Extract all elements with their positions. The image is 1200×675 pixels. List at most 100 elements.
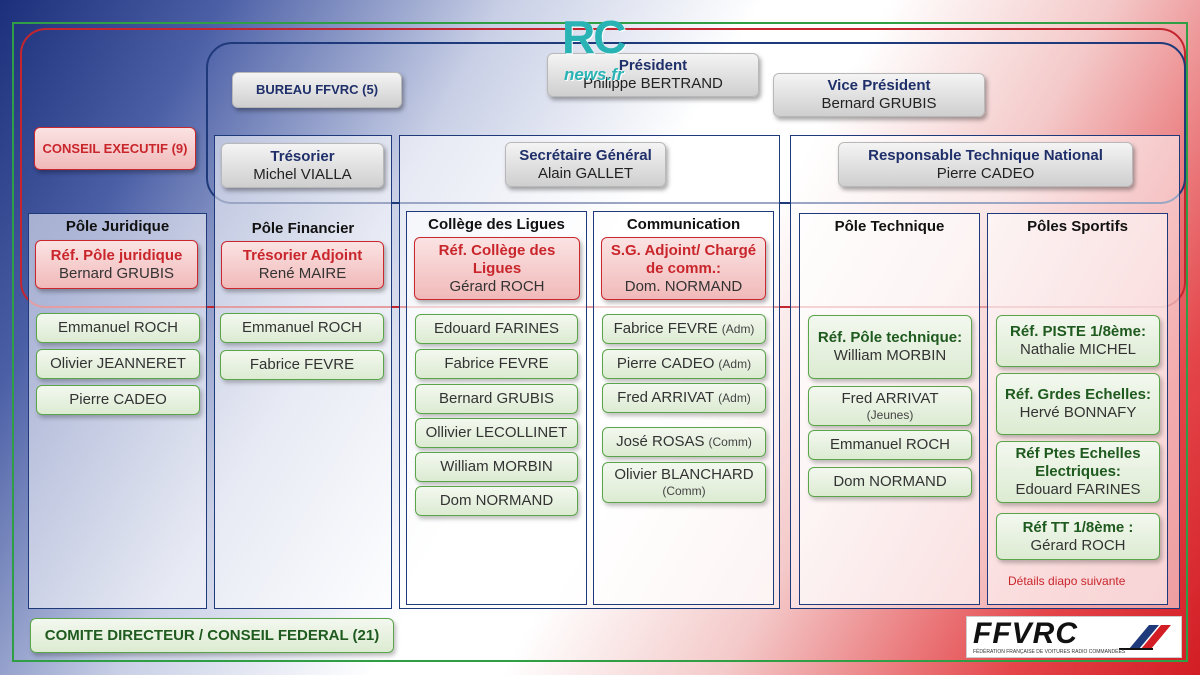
member-box: Ollivier LECOLLINET	[415, 418, 578, 448]
member-box: Pierre CADEO	[36, 385, 200, 415]
name: Dom NORMAND	[439, 492, 554, 509]
name: Fred ARRIVAT	[841, 389, 939, 407]
member-box: Bernard GRUBIS	[415, 384, 578, 414]
member-box: Emmanuel ROCH	[808, 430, 972, 460]
rtn-box: Responsable Technique National Pierre CA…	[838, 142, 1133, 187]
column-title: Pôle Juridique	[65, 218, 170, 235]
name: Bernard GRUBIS	[58, 264, 175, 282]
bureau-label: BUREAU FFVRC (5)	[232, 72, 402, 108]
conseil-label-text: CONSEIL EXECUTIF (9)	[42, 140, 188, 156]
ref-piste-box: Réf. PISTE 1/8ème: Nathalie MICHEL	[996, 315, 1160, 367]
tag: (Comm)	[708, 434, 752, 449]
tag: (Comm)	[662, 484, 706, 499]
member-box: Dom NORMAND	[415, 486, 578, 516]
ref-tt-box: Réf TT 1/8ème : Gérard ROCH	[996, 513, 1160, 560]
name: Fabrice FEVRE	[613, 320, 718, 337]
ref-ligues-box: Réf. Collège des Ligues Gérard ROCH	[414, 237, 580, 300]
name: Gérard ROCH	[1030, 536, 1126, 554]
rcnews-logo-sub: news.fr	[564, 65, 624, 84]
conseil-executif-label: CONSEIL EXECUTIF (9)	[34, 127, 196, 170]
role: Réf. Collège des Ligues	[438, 241, 556, 277]
member-box: Emmanuel ROCH	[220, 313, 384, 343]
role: Réf. Pôle technique:	[817, 329, 963, 346]
member-box: Fabrice FEVRE(Adm)	[602, 314, 766, 344]
role: Trésorier	[270, 147, 335, 165]
comite-directeur-label: COMITE DIRECTEUR / CONSEIL FEDERAL (21)	[30, 618, 394, 653]
comite-label-text: COMITE DIRECTEUR / CONSEIL FEDERAL (21)	[44, 626, 380, 644]
ref-juridique-box: Réf. Pôle juridique Bernard GRUBIS	[35, 240, 198, 289]
outer-green-frame	[12, 22, 1188, 662]
name: Emmanuel ROCH	[241, 319, 363, 336]
name: José ROSAS	[616, 433, 705, 450]
tag: (Adm)	[721, 321, 755, 336]
role: Réf. Pôle juridique	[50, 246, 183, 264]
name: Dom. NORMAND	[624, 277, 743, 295]
member-box: Fred ARRIVAT(Adm)	[602, 383, 766, 413]
member-box: William MORBIN	[415, 452, 578, 482]
name: Edouard FARINES	[433, 320, 560, 337]
role: S.G. Adjoint/ Chargé de comm.:	[610, 241, 757, 277]
name: Philippe BERTRAND	[583, 75, 723, 92]
member-box: Pierre CADEO(Adm)	[602, 349, 766, 379]
name: René MAIRE	[258, 265, 347, 282]
name: Pierre CADEO	[936, 164, 1035, 182]
ref-grdes-echelles-box: Réf. Grdes Echelles: Hervé BONNAFY	[996, 373, 1160, 435]
secretaire-box: Secrétaire Général Alain GALLET	[505, 142, 666, 187]
name: Nathalie MICHEL	[1020, 341, 1136, 358]
name: William MORBIN	[440, 458, 553, 475]
member-box: Fabrice FEVRE	[220, 350, 384, 380]
name: Bernard GRUBIS	[821, 95, 937, 112]
member-box: Olivier BLANCHARD(Comm)	[602, 462, 766, 503]
column-title: Collège des Ligues	[428, 216, 565, 233]
member-box: Emmanuel ROCH	[36, 313, 200, 343]
ref-financier-box: Trésorier Adjoint René MAIRE	[221, 241, 384, 289]
member-box: Olivier JEANNERET	[36, 349, 200, 379]
tresorier-box: Trésorier Michel VIALLA	[221, 143, 384, 188]
president-box: Président Philippe BERTRAND	[547, 53, 759, 97]
member-box: José ROSAS(Comm)	[602, 427, 766, 457]
member-box: Edouard FARINES	[415, 314, 578, 344]
name: Fred ARRIVAT	[617, 389, 715, 406]
name: Edouard FARINES	[1015, 481, 1141, 498]
role: Vice Président	[827, 77, 931, 94]
name: Gérard ROCH	[449, 277, 545, 295]
name: Emmanuel ROCH	[57, 319, 179, 336]
column-title: Pôle Technique	[834, 218, 945, 235]
role: Réf. Grdes Echelles:	[1005, 386, 1151, 403]
role: Responsable Technique National	[868, 146, 1103, 164]
column-title: Pôle Financier	[251, 220, 355, 237]
name: Fabrice FEVRE	[444, 355, 549, 372]
column-title: Communication	[626, 216, 741, 233]
name: Olivier BLANCHARD	[614, 466, 754, 484]
name: Ollivier LECOLLINET	[425, 424, 568, 441]
name: Olivier JEANNERET	[50, 355, 186, 372]
ffvrc-logo-tagline: FÉDÉRATION FRANÇAISE DE VOITURES RADIO C…	[973, 649, 1126, 655]
ffvrc-logo: FFVRC FÉDÉRATION FRANÇAISE DE VOITURES R…	[966, 616, 1182, 658]
rcnews-logo: RC news.fr	[562, 14, 638, 84]
name: Pierre CADEO	[69, 391, 167, 408]
name: Bernard GRUBIS	[438, 390, 555, 407]
name: Hervé BONNAFY	[1019, 404, 1137, 421]
ref-technique-box: Réf. Pôle technique: William MORBIN	[808, 315, 972, 379]
name: Pierre CADEO	[616, 355, 715, 372]
name: Fabrice FEVRE	[249, 356, 355, 373]
member-box: Dom NORMAND	[808, 467, 972, 497]
ffvrc-logo-text: FFVRC	[973, 617, 1078, 650]
role: Réf. PISTE 1/8ème:	[1010, 323, 1146, 340]
name: William MORBIN	[833, 347, 947, 364]
bureau-label-text: BUREAU FFVRC (5)	[255, 82, 379, 98]
name: Dom NORMAND	[833, 473, 947, 490]
member-box: Fred ARRIVAT(Jeunes)	[808, 386, 972, 426]
tag: (Adm)	[718, 390, 751, 405]
name: Michel VIALLA	[253, 165, 352, 183]
vice-president-box: Vice Président Bernard GRUBIS	[773, 73, 985, 117]
role: Président	[618, 57, 688, 74]
name: Alain GALLET	[537, 164, 634, 182]
member-box: Fabrice FEVRE	[415, 349, 578, 379]
ref-communication-box: S.G. Adjoint/ Chargé de comm.: Dom. NORM…	[601, 237, 766, 300]
ref-ptes-echelles-box: Réf Ptes Echelles Electriques: Edouard F…	[996, 441, 1160, 503]
role: Réf TT 1/8ème :	[1022, 518, 1134, 536]
name: Emmanuel ROCH	[829, 436, 951, 453]
ffvrc-flag-icon	[1119, 625, 1171, 650]
role: Trésorier Adjoint	[242, 247, 363, 264]
